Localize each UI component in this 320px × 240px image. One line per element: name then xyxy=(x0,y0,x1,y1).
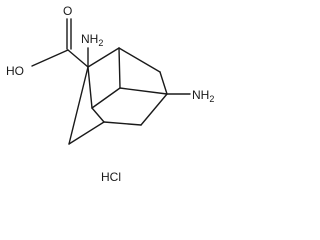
bond-carbon-hydroxyl xyxy=(31,49,69,67)
carbonyl-oxygen-label: O xyxy=(63,4,72,18)
amine-top-symbol: NH xyxy=(81,32,98,46)
amine-right-symbol: NH xyxy=(192,88,209,102)
bond-cage-12 xyxy=(68,66,89,145)
bond-cage-4 xyxy=(118,47,121,89)
bond-cage-1 xyxy=(87,47,120,68)
bond-cage-7 xyxy=(91,87,121,109)
bond-cage-6 xyxy=(87,66,93,109)
bond-carboxyl-to-alpha-carbon xyxy=(67,49,89,68)
bond-cage-10 xyxy=(91,107,105,123)
bond-cage-9 xyxy=(103,121,142,126)
amine-right-label: NH2 xyxy=(192,88,214,104)
bond-cage-11 xyxy=(68,121,105,145)
chemical-structure: HO O NH2 NH2 HCl xyxy=(6,4,214,184)
bond-cage-5 xyxy=(119,87,168,95)
bond-cage-8 xyxy=(140,93,168,126)
amine-top-label: NH2 xyxy=(81,32,103,48)
carboxylic-acid-group xyxy=(31,18,89,68)
hydroxyl-label: HO xyxy=(6,64,24,78)
adamantane-cage xyxy=(68,47,168,145)
bond-cage-3 xyxy=(159,71,168,95)
amine-top-subscript: 2 xyxy=(98,38,103,48)
bond-cage-2 xyxy=(118,47,161,73)
hydrochloride-label: HCl xyxy=(101,170,121,184)
amine-right-subscript: 2 xyxy=(209,94,214,104)
